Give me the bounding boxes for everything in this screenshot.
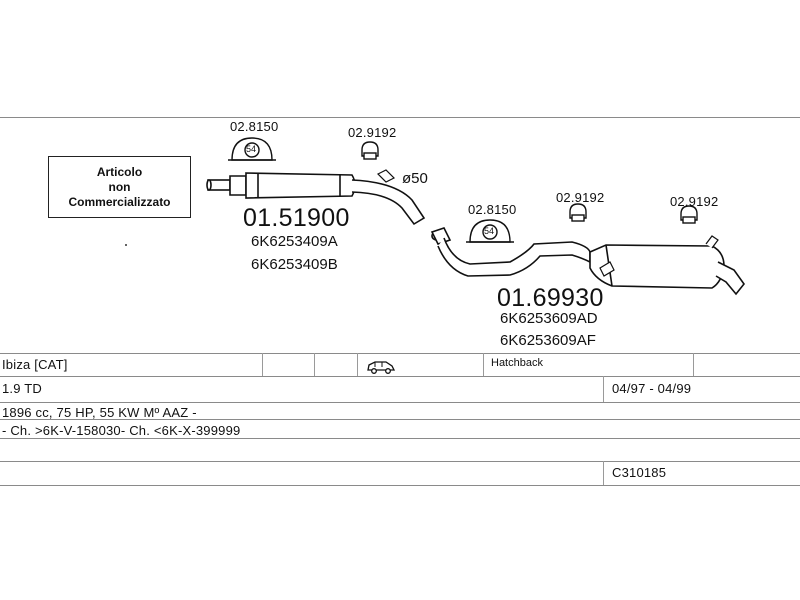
part-number-rear: 01.69930 (497, 284, 604, 312)
oem-front-2: 6K6253409B (251, 256, 338, 273)
table-line-3 (0, 402, 800, 403)
car-side-icon (366, 359, 396, 380)
engine-specs: 1896 cc, 75 HP, 55 KW Mº AAZ - (2, 405, 197, 420)
clamp-a-code: 02.9192 (348, 125, 397, 140)
front-silencer-drawing (206, 169, 426, 226)
production-period: 04/97 - 04/99 (612, 381, 692, 396)
mount-a-badge: 54 (246, 144, 257, 154)
notice-line-2: non (108, 179, 131, 194)
table-line-4 (0, 419, 800, 420)
table-divider-7 (603, 461, 604, 485)
pipe-diameter-label: ø50 (402, 170, 428, 187)
table-line-6 (0, 461, 800, 462)
table-divider-3 (357, 353, 358, 376)
oem-rear-2: 6K6253609AF (500, 332, 596, 349)
not-available-notice: Articolo non Commercializzato (48, 156, 191, 218)
oem-rear-1: 6K6253609AD (500, 310, 598, 327)
chassis-range: - Ch. >6K-V-158030- Ch. <6K-X-399999 (2, 423, 241, 438)
table-line-7 (0, 485, 800, 486)
notice-line-3: Commercializzato (68, 194, 171, 209)
rubber-mount-icon (228, 137, 514, 243)
mount-b-badge: 54 (484, 226, 495, 236)
part-number-front: 01.51900 (243, 204, 350, 232)
table-divider-5 (693, 353, 694, 376)
oem-front-1: 6K6253409A (251, 233, 338, 250)
table-divider-6 (603, 376, 604, 402)
catalog-code: C310185 (612, 465, 667, 480)
panel-top-border (0, 117, 800, 118)
rear-silencer-drawing (430, 227, 746, 296)
vehicle-model: Ibiza [CAT] (2, 357, 68, 372)
engine: 1.9 TD (2, 381, 42, 396)
clamp-b-code: 02.9192 (556, 190, 605, 205)
mount-a-code: 02.8150 (230, 119, 279, 134)
body-type: Hatchback (491, 357, 543, 369)
clamp-c-code: 02.9192 (670, 194, 719, 209)
table-line-2 (0, 376, 800, 377)
table-line-1 (0, 353, 800, 354)
table-line-5 (0, 438, 800, 439)
table-divider-2 (314, 353, 315, 376)
notice-line-1: Articolo (96, 164, 143, 179)
clamp-icon (361, 141, 698, 224)
table-divider-1 (262, 353, 263, 376)
mount-b-code: 02.8150 (468, 202, 517, 217)
table-divider-4 (483, 353, 484, 376)
